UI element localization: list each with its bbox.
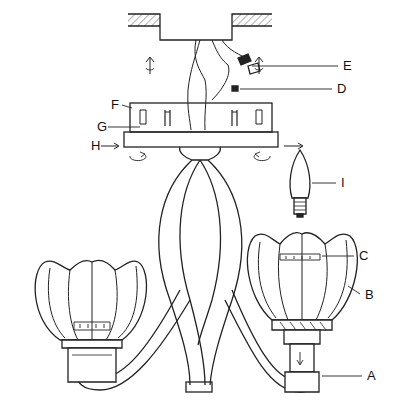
callout-letter: G [96,120,108,133]
callout-letter: B [364,288,375,301]
callout-letter: E [342,59,353,72]
callout-letter: D [336,82,347,95]
callout-letter: H [90,139,101,152]
callout-letter: C [358,249,369,262]
callout-letter: F [110,98,120,111]
callout-letter: A [366,369,377,382]
callout-letter: I [340,176,346,189]
